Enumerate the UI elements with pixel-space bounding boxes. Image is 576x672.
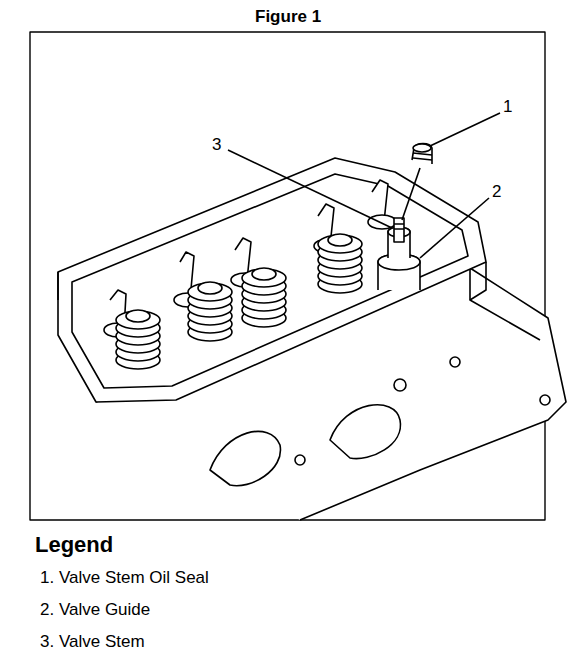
callout-number: 2 — [491, 183, 502, 200]
bolt-hole — [450, 357, 460, 367]
spring-retainer — [198, 282, 222, 294]
leader-line — [430, 113, 500, 146]
spring-coil — [318, 235, 362, 253]
callout-number: 1 — [502, 98, 513, 115]
valve-springs — [116, 234, 362, 369]
port-opening — [210, 431, 280, 485]
legend-item: 1. Valve Stem Oil Seal — [40, 569, 209, 586]
figure-title: Figure 1 — [255, 8, 321, 25]
bolt-hole — [540, 395, 550, 405]
bolt-hole — [295, 455, 305, 465]
legend-item: 2. Valve Guide — [40, 601, 150, 618]
spring-retainer — [126, 310, 150, 322]
spring-retainer — [328, 234, 352, 246]
valve-stem — [394, 218, 404, 242]
port-opening — [330, 405, 400, 459]
rocker-studs — [104, 180, 396, 337]
callout-number: 3 — [211, 136, 222, 153]
spring-coil — [242, 269, 286, 287]
bolt-hole — [394, 379, 406, 391]
flange-edge — [470, 268, 540, 340]
spring-coil — [188, 283, 232, 301]
legend-heading: Legend — [35, 534, 113, 556]
leader-line — [420, 198, 489, 258]
head-rim-outer — [58, 158, 486, 402]
leader-line — [402, 168, 420, 220]
leader-line — [228, 150, 392, 228]
legend-item: 3. Valve Stem — [40, 633, 145, 650]
spring-coil — [116, 311, 160, 329]
spring-retainer — [252, 268, 276, 280]
head-rim-inner — [72, 174, 468, 388]
valve-stem-oil-seal — [412, 144, 432, 165]
